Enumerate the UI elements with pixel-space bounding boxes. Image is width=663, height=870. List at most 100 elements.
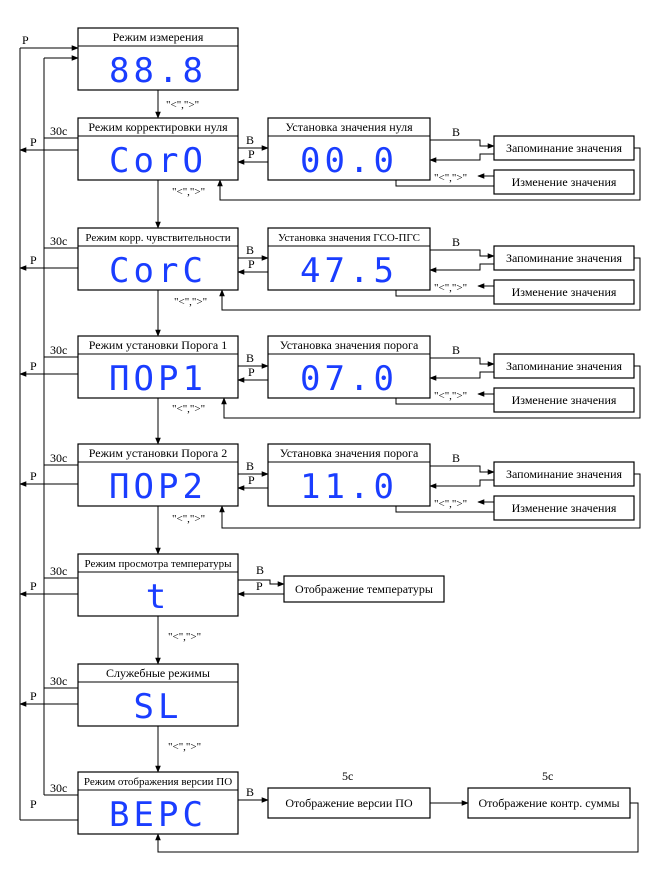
- svg-text:Установка значения ГСО-ПГС: Установка значения ГСО-ПГС: [278, 232, 420, 244]
- svg-text:SL: SL: [134, 687, 183, 727]
- svg-text:Запоминание значения: Запоминание значения: [506, 359, 623, 373]
- svg-text:Р: Р: [30, 579, 37, 593]
- svg-text:"<",">": "<",">": [172, 403, 205, 415]
- mode-display: 88.8: [109, 51, 207, 91]
- svg-text:В: В: [452, 451, 460, 465]
- svg-text:Р: Р: [30, 469, 37, 483]
- svg-text:Запоминание значения: Запоминание значения: [506, 251, 623, 265]
- svg-text:В: В: [246, 459, 254, 473]
- setting-threshold-2: Установка значения порога 11.0: [267, 443, 431, 507]
- temperature-display-box: Отображение температуры: [283, 575, 445, 603]
- svg-text:"<",">": "<",">": [434, 282, 467, 294]
- svg-text:Режим корр. чувствительности: Режим корр. чувствительности: [85, 232, 230, 244]
- svg-text:В: В: [246, 785, 254, 799]
- svg-text:11.0: 11.0: [300, 467, 398, 507]
- svg-text:В: В: [256, 563, 264, 577]
- svg-text:В: В: [452, 125, 460, 139]
- save-value-box-4: Запоминание значения: [493, 461, 635, 487]
- svg-text:Р: Р: [30, 689, 37, 703]
- mode-service: Служебные режимы SL: [77, 663, 239, 727]
- svg-text:ПОР2: ПОР2: [109, 467, 207, 507]
- svg-text:В: В: [452, 235, 460, 249]
- svg-text:В: В: [246, 243, 254, 257]
- svg-text:CorC: CorC: [109, 251, 207, 291]
- save-value-box-3: Запоминание значения: [493, 353, 635, 379]
- p-label-top: Р: [22, 33, 29, 47]
- svg-text:ПОР1: ПОР1: [109, 359, 207, 399]
- mode-threshold-2: Режим установки Порога 2 ПОР2: [77, 443, 239, 507]
- change-value-box-2: Изменение значения: [493, 279, 635, 305]
- svg-text:Р: Р: [256, 579, 263, 593]
- change-value-box-4: Изменение значения: [493, 495, 635, 521]
- svg-text:Изменение значения: Изменение значения: [512, 175, 617, 189]
- svg-text:Отображение температуры: Отображение температуры: [295, 582, 433, 596]
- delay-label: 5с: [542, 769, 553, 783]
- svg-text:"<",">": "<",">": [174, 296, 207, 308]
- svg-text:Р: Р: [30, 135, 37, 149]
- svg-text:Запоминание значения: Запоминание значения: [506, 467, 623, 481]
- mode-title: Режим корректировки нуля: [88, 120, 228, 134]
- svg-text:30с: 30с: [50, 781, 67, 795]
- svg-text:Р: Р: [248, 365, 255, 379]
- change-value-box-1: Изменение значения: [493, 169, 635, 195]
- svg-text:"<",">": "<",">": [168, 741, 201, 753]
- svg-text:Запоминание значения: Запоминание значения: [506, 141, 623, 155]
- svg-text:"<",">": "<",">": [168, 631, 201, 643]
- svg-text:Р: Р: [30, 797, 37, 811]
- svg-text:Р: Р: [248, 257, 255, 271]
- svg-text:Режим просмотра температуры: Режим просмотра температуры: [84, 558, 232, 570]
- mode-title: Режим измерения: [113, 30, 204, 44]
- svg-text:"<",">": "<",">": [434, 498, 467, 510]
- svg-text:Установка значения порога: Установка значения порога: [280, 446, 419, 460]
- svg-text:Отображение версии ПО: Отображение версии ПО: [285, 796, 413, 810]
- svg-text:30с: 30с: [50, 674, 67, 688]
- svg-text:30с: 30с: [50, 564, 67, 578]
- svg-text:t: t: [146, 577, 170, 617]
- svg-text:Служебные режимы: Служебные режимы: [106, 666, 210, 680]
- version-display-box: Отображение версии ПО: [267, 787, 431, 819]
- svg-text:Р: Р: [30, 253, 37, 267]
- svg-text:30с: 30с: [50, 234, 67, 248]
- svg-text:Режим установки Порога 2: Режим установки Порога 2: [89, 446, 227, 460]
- svg-text:В: В: [246, 133, 254, 147]
- svg-text:Р: Р: [248, 147, 255, 161]
- svg-text:В: В: [246, 351, 254, 365]
- mode-temperature: Режим просмотра температуры t: [77, 553, 239, 617]
- svg-text:47.5: 47.5: [300, 251, 398, 291]
- save-value-box-1: Запоминание значения: [493, 135, 635, 161]
- arrows-label: "<",">": [166, 99, 199, 111]
- delay-label: 5с: [342, 769, 353, 783]
- checksum-display-box: Отображение контр. суммы: [467, 787, 631, 819]
- svg-text:"<",">": "<",">": [172, 513, 205, 525]
- svg-text:30с: 30с: [50, 451, 67, 465]
- svg-text:"<",">": "<",">": [172, 186, 205, 198]
- svg-text:Установка значения нуля: Установка значения нуля: [285, 120, 413, 134]
- svg-text:07.0: 07.0: [300, 359, 398, 399]
- svg-text:Режим отображения версии ПО: Режим отображения версии ПО: [84, 776, 232, 788]
- svg-text:В: В: [452, 343, 460, 357]
- svg-text:"<",">": "<",">": [434, 172, 467, 184]
- svg-text:Установка значения порога: Установка значения порога: [280, 338, 419, 352]
- mode-display: CorO: [109, 141, 207, 181]
- svg-text:Изменение значения: Изменение значения: [512, 285, 617, 299]
- svg-text:"<",">": "<",">": [434, 390, 467, 402]
- svg-text:Отображение контр. суммы: Отображение контр. суммы: [478, 796, 619, 810]
- svg-text:Р: Р: [248, 473, 255, 487]
- mode-threshold-1: Режим установки Порога 1 ПОР1: [77, 335, 239, 399]
- svg-text:00.0: 00.0: [300, 141, 398, 181]
- svg-text:30с: 30с: [50, 343, 67, 357]
- mode-version: Режим отображения версии ПО ВЕРС: [77, 771, 239, 835]
- svg-text:Р: Р: [30, 359, 37, 373]
- svg-text:Изменение значения: Изменение значения: [512, 393, 617, 407]
- mode-zero-correction: Режим корректировки нуля CorO: [77, 117, 239, 181]
- timeout-label: 30с: [50, 124, 67, 138]
- change-value-box-3: Изменение значения: [493, 387, 635, 413]
- svg-text:Изменение значения: Изменение значения: [512, 501, 617, 515]
- svg-text:Режим установки Порога 1: Режим установки Порога 1: [89, 338, 227, 352]
- setting-zero: Установка значения нуля 00.0: [267, 117, 431, 181]
- mode-measurement: Режим измерения 88.8: [77, 27, 239, 91]
- mode-sensitivity: Режим корр. чувствительности CorC: [77, 227, 239, 291]
- svg-text:ВЕРС: ВЕРС: [109, 795, 207, 835]
- setting-gso: Установка значения ГСО-ПГС 47.5: [267, 227, 431, 291]
